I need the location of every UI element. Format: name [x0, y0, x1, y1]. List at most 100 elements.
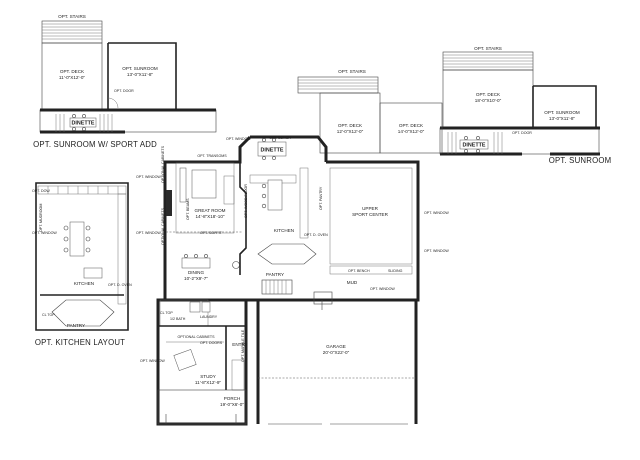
main-deck-left-dim: 12'-0"X12'-0"	[337, 129, 364, 134]
main-pantry-label: PANTRY	[266, 272, 284, 277]
main-great-room-label: GREAT ROOM	[195, 208, 226, 213]
kitchen-layout-mudroom-door: OPT. MUDROOM	[39, 204, 43, 232]
main-dining-dim: 10'-2"X9'-7"	[184, 276, 208, 281]
sunroom-wall-strip: DINETTE	[439, 126, 600, 156]
main-transoms-label: OPT. TRANSOMS	[197, 154, 227, 158]
main-entry-label: ENTRY	[232, 342, 248, 347]
main-stairs: OPT. STAIRS	[297, 69, 379, 94]
main-deck-right: OPT. DECK 14'-0"X12'-0"	[379, 102, 443, 154]
main-garage-label: GARAGE	[326, 344, 346, 349]
main-deck-right-dim: 14'-0"X12'-0"	[398, 129, 425, 134]
main-bath-label: 1/2 BATH	[170, 317, 186, 321]
main-window-w2: OPT. WINDOW	[136, 231, 161, 235]
kitchen-layout-caption: OPT. KITCHEN LAYOUT	[35, 338, 125, 347]
sunroom-stairs-label: OPT. STAIRS	[474, 46, 502, 51]
sunroom-stairs: OPT. STAIRS	[442, 46, 534, 71]
kitchen-layout-pantry-label: PANTRY	[67, 323, 85, 328]
main-sport-center-label: SPORT CENTER	[352, 212, 389, 217]
main-dining: DINING 10'-2"X9'-7"	[181, 254, 240, 281]
sunroom-sport-door-label: OPT. DOOR	[114, 89, 134, 93]
main-study: OPTIONAL CABINETS OPT. WINDOW OPT. DOORS…	[140, 326, 227, 390]
sunroom-sport-wall-strip: DINETTE	[39, 108, 217, 134]
main-mud-label: MUD	[347, 280, 358, 285]
main-window-mud: OPT. WINDOW	[370, 287, 395, 291]
main-window-nw: OPT. WINDOW	[226, 137, 251, 141]
main-great-room: OPTIONAL CABINETS OPTIONAL CABINETS OPT.…	[161, 145, 248, 245]
sunroom-room: OPT. SUNROOM 13'-0"X11'-8" OPT. DOOR	[512, 85, 597, 135]
kitchen-layout-window-top: OPT. DOW	[32, 189, 50, 193]
main-window-e1: OPT. WINDOW	[424, 211, 449, 215]
kitchen-layout-cltop: CL TOP	[42, 313, 55, 317]
kitchen-layout-island	[83, 267, 103, 279]
main-porch: PORCH 19'-0"X6'-0"	[157, 389, 247, 425]
main-tile-label: OPT. MARBLE TILE	[241, 329, 245, 362]
main-deck-left-label: OPT. DECK	[338, 123, 363, 128]
sunroom-deck-label: OPT. DECK	[476, 92, 501, 97]
sunroom-sport-deck-dim: 11'-0"X12'-0"	[59, 75, 85, 80]
sunroom-sport-add-option: OPT. STAIRS OPT. DECK 11'-0"X12'-0" OPT.…	[33, 14, 217, 149]
main-opt-bench-label: OPT. BENCH	[348, 269, 370, 273]
main-garage-dim: 20'-0"X22'-0"	[323, 350, 350, 355]
main-window-study: OPT. WINDOW	[140, 359, 165, 363]
main-exterior-walls	[156, 135, 420, 426]
sunroom-room-dim: 13'-0"X11'-8"	[549, 116, 575, 121]
main-kitchen: KITCHEN OPT. D. OVEN OPT. PANTRY PANTRY	[249, 167, 328, 277]
main-stairs-label: OPT. STAIRS	[338, 69, 366, 74]
main-deck-right-label: OPT. DECK	[399, 123, 424, 128]
sunroom-deck-dim: 18'-0"X10'-0"	[475, 98, 502, 103]
main-bench-label: OPT. BENCH	[269, 136, 291, 140]
main-study-dim: 11'-8"X12'-9"	[195, 380, 221, 385]
main-oven-label: OPT. D. OVEN	[304, 233, 328, 237]
sunroom-sport-deck: OPT. DECK 11'-0"X12'-0"	[41, 42, 103, 111]
main-great-room-dim: 14'-8"X18'-10"	[195, 214, 224, 219]
main-doors-label: OPT. DOORS	[200, 341, 223, 345]
main-study-label: STUDY	[200, 374, 216, 379]
sunroom-sport-dinette-label: DINETTE	[71, 121, 94, 127]
main-cltop-label: CL TOP	[160, 311, 173, 315]
main-porch-dim: 19'-0"X6'-0"	[220, 402, 244, 407]
sunroom-sport-stairs: OPT. STAIRS	[41, 14, 103, 44]
main-pantry-door: OPT. PANTRY	[319, 186, 323, 210]
sunroom-deck: OPT. DECK 18'-0"X10'-0"	[442, 69, 534, 129]
kitchen-layout-pantry-wall	[51, 299, 115, 327]
sunroom-sport-room: OPT. SUNROOM 13'-0"X11'-8" OPT. DOOR	[107, 42, 177, 110]
main-sliding-label: SLIDING	[388, 269, 403, 273]
main-sport-center: UPPER SPORT CENTER OPT. WINDOW OPT. WIND…	[329, 167, 449, 265]
main-garage: GARAGE 20'-0"X22'-0"	[258, 344, 416, 425]
kitchen-layout-window-mid: OPT. WINDOW	[32, 231, 57, 235]
kitchen-layout-kitchen-label: KITCHEN	[74, 281, 94, 286]
main-laundry-label: LAUNDRY	[200, 315, 218, 319]
main-window-e2: OPT. WINDOW	[424, 249, 449, 253]
main-porch-label: PORCH	[224, 396, 241, 401]
main-dinette: DINETTE OPT. BENCH	[257, 136, 291, 160]
main-dinette-label: DINETTE	[260, 148, 283, 154]
main-mud-area: OPT. BENCH SLIDING MUD OPT. WINDOW	[261, 265, 413, 305]
sunroom-sport-room-label: OPT. SUNROOM	[122, 66, 158, 71]
sunroom-sport-room-dim: 13'-0"X11'-8"	[127, 72, 153, 77]
sunroom-dinette-label: DINETTE	[462, 143, 485, 149]
main-floor-plan: OPT. STAIRS OPT. DECK 12'-0"X12'-0" OPT.…	[136, 69, 449, 426]
sunroom-sport-stairs-label: OPT. STAIRS	[58, 14, 86, 19]
sunroom-room-label: OPT. SUNROOM	[544, 110, 580, 115]
sunroom-option: OPT. STAIRS OPT. DECK 18'-0"X10'-0" OPT.…	[439, 46, 612, 165]
main-cabinets-top: OPTIONAL CABINETS	[161, 145, 165, 183]
main-cabinets-study: OPTIONAL CABINETS	[177, 335, 215, 339]
kitchen-layout-oven-label: OPT. D. OVEN	[108, 283, 132, 287]
main-kitchen-label: KITCHEN	[274, 228, 294, 233]
main-upper-label: UPPER	[362, 206, 379, 211]
main-dining-label: DINING	[188, 270, 205, 275]
main-window-w1: OPT. WINDOW	[136, 175, 161, 179]
main-beams-label: OPT. BEAMS	[186, 198, 190, 220]
sunroom-caption: OPT. SUNROOM	[549, 156, 612, 165]
main-kitchen-island	[267, 179, 283, 211]
sunroom-sport-caption: OPT. SUNROOM W/ SPORT ADD	[33, 140, 157, 149]
main-laundry-bath: LAUNDRY 1/2 BATH CL TOP	[158, 299, 246, 327]
main-soffit-label: OPT. SOFFIT	[200, 231, 223, 235]
kitchen-layout-option: OPT. DOW OPT. WINDOW OPT. MUDROOM KITCHE…	[32, 182, 132, 347]
main-deck-left: OPT. DECK 12'-0"X12'-0"	[319, 92, 381, 154]
sunroom-door-label: OPT. DOOR	[512, 131, 532, 135]
kitchen-layout-table	[69, 221, 85, 257]
sunroom-sport-deck-label: OPT. DECK	[60, 69, 85, 74]
main-wood-floor-label: OPT. WOOD FLOOR	[244, 184, 248, 218]
